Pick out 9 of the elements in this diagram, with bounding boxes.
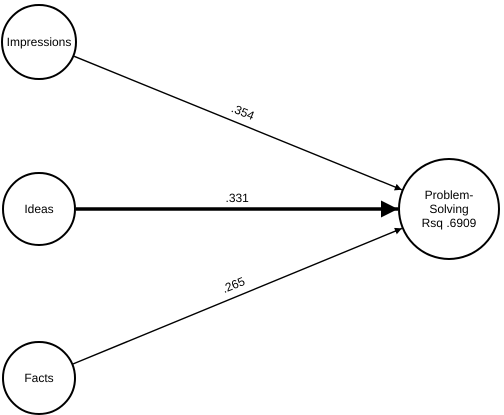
- node-label: Problem-Solving: [424, 188, 474, 216]
- node-label: Ideas: [24, 202, 54, 216]
- edge-label: .331: [224, 192, 250, 204]
- node-label: Impressions: [6, 35, 72, 49]
- arrow: [72, 228, 402, 365]
- node-label: Facts: [24, 371, 54, 385]
- arrow: [74, 56, 402, 190]
- arrow: [76, 200, 398, 218]
- node-label: Rsq .6909: [422, 216, 476, 230]
